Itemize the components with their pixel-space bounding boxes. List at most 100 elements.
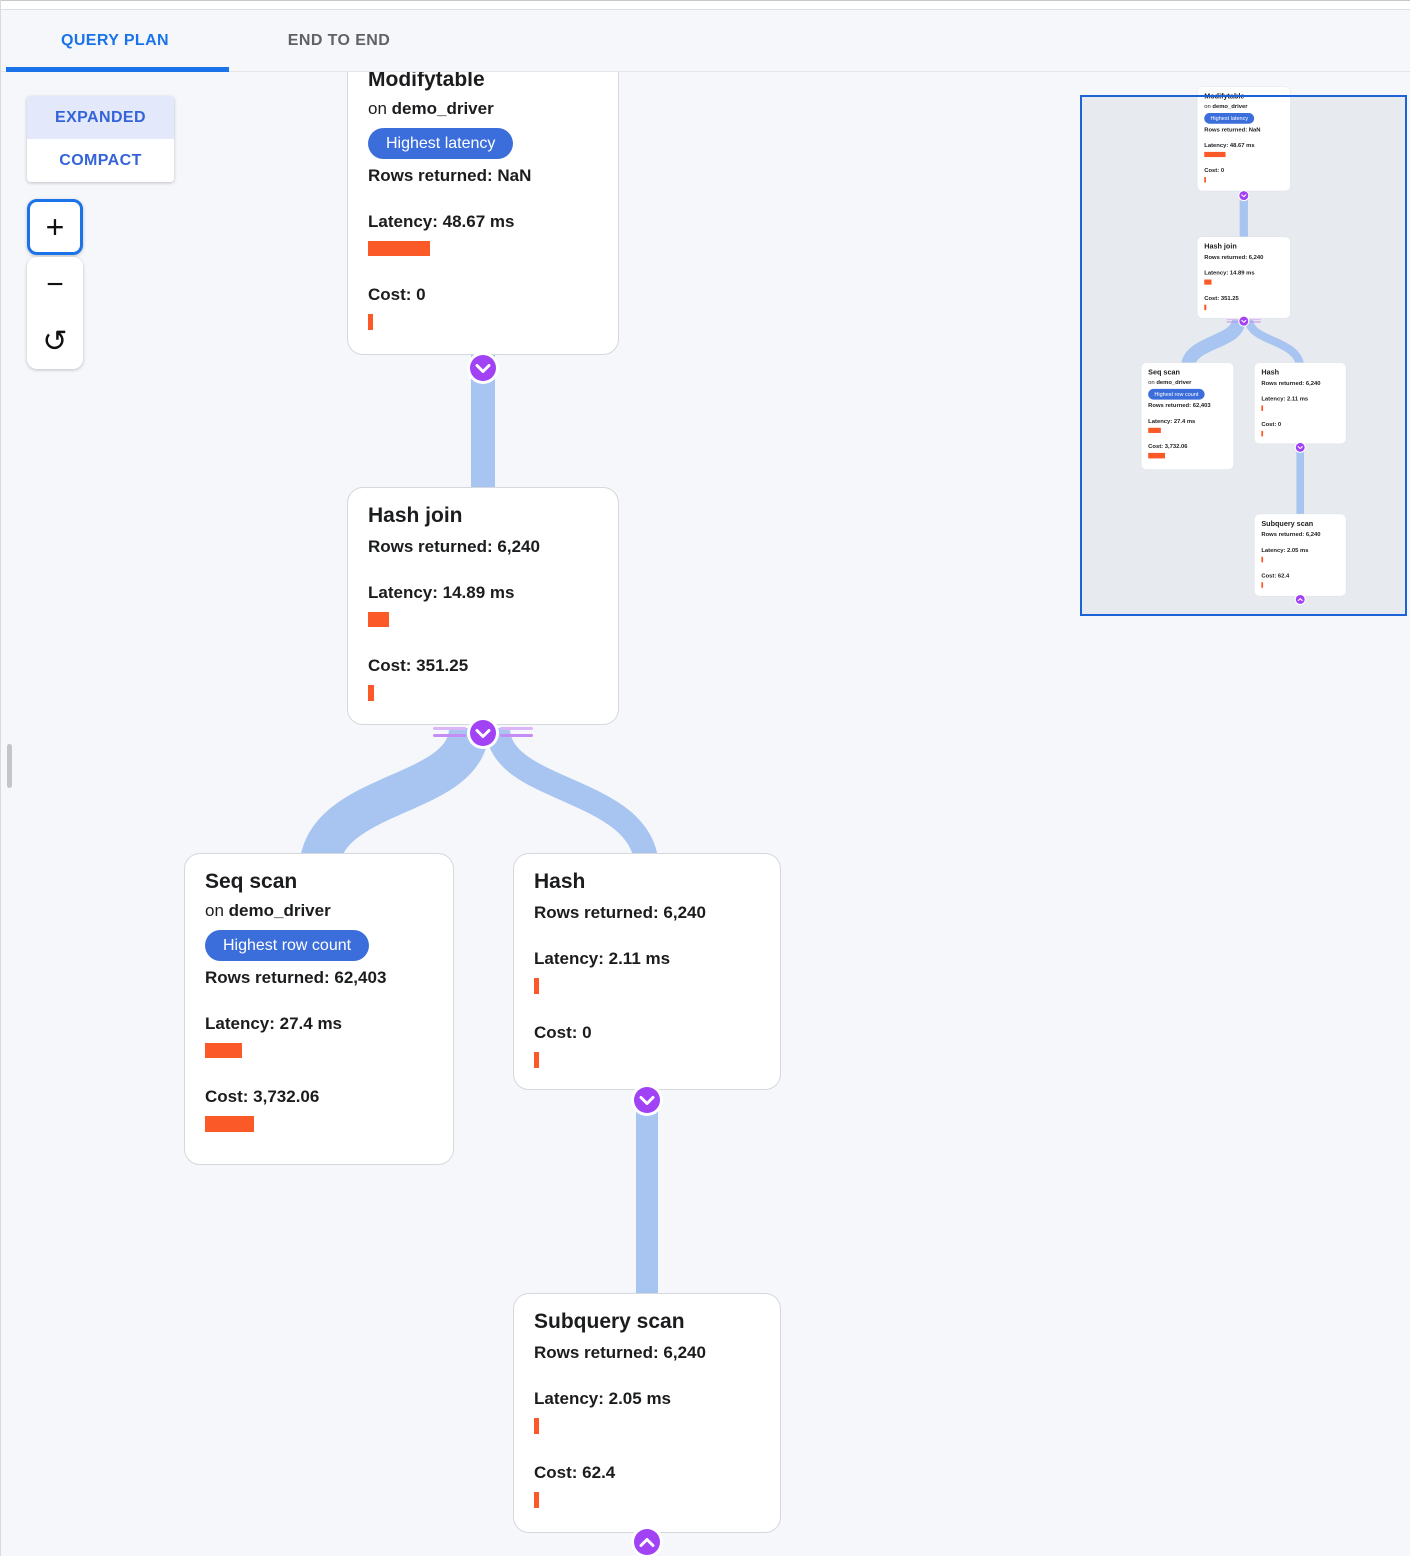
chevron-up-icon (639, 1537, 655, 1547)
edge-hashjoin-hash (486, 726, 659, 871)
node-rows: Rows returned: 6,240 (1204, 253, 1264, 261)
node-latency: Latency: 27.4 ms (1148, 417, 1196, 425)
node-table-line: on demo_driver (1204, 103, 1283, 111)
latency-bar (1261, 556, 1264, 563)
layout-compact-button[interactable]: COMPACT (27, 139, 174, 182)
node-table-line: on demo_driver (1148, 379, 1226, 387)
zoom-in-button[interactable]: + (27, 199, 83, 255)
layout-expanded-button[interactable]: EXPANDED (27, 96, 174, 139)
node-latency: Latency: 2.05 ms (534, 1389, 672, 1408)
collapse-button-modifytable[interactable] (1239, 191, 1249, 201)
node-title: Subquery scan (1261, 519, 1314, 528)
on-word: on (368, 99, 387, 118)
tab-query-plan[interactable]: QUERY PLAN (1, 10, 229, 72)
node-latency: Latency: 48.67 ms (368, 212, 515, 231)
node-cost: Cost: 0 (1204, 167, 1225, 174)
latency-bar (1204, 151, 1226, 158)
node-latency: Latency: 2.11 ms (534, 949, 671, 968)
node-title: Hash (1261, 368, 1280, 377)
collapse-button-hash[interactable] (1295, 442, 1305, 452)
node-latency: Latency: 2.05 ms (1261, 546, 1309, 554)
reset-view-button[interactable]: ↺ (27, 313, 83, 369)
plan-node-hash[interactable]: Hash Rows returned: 6,240 Latency: 2.11 … (1254, 362, 1347, 444)
latency-bar (368, 241, 430, 256)
zoom-out-button[interactable]: − (27, 257, 83, 313)
node-title: Hash join (1204, 242, 1237, 251)
vertical-scrollbar-thumb[interactable] (7, 744, 12, 788)
minus-icon: − (46, 268, 64, 301)
on-word: on (1148, 378, 1155, 386)
highest-row-count-badge: Highest row count (1148, 388, 1205, 400)
node-cost: Cost: 62.4 (534, 1463, 616, 1482)
minimap-viewport[interactable] (1080, 95, 1407, 616)
collapse-button-hash-join[interactable] (1239, 316, 1249, 326)
cost-bar (368, 685, 374, 701)
node-cost: Cost: 0 (368, 285, 426, 304)
plan-node-seq-scan[interactable]: Seq scan on demo_driver Highest row coun… (1140, 362, 1234, 470)
node-cost: Cost: 62.4 (1261, 572, 1290, 579)
cost-bar (1261, 430, 1264, 437)
node-rows: Rows returned: 62,403 (205, 968, 387, 987)
plan-node-hash-join[interactable]: Hash join Rows returned: 6,240 Latency: … (347, 487, 619, 725)
table-name: demo_driver (228, 901, 331, 920)
plan-node-seq-scan[interactable]: Seq scan on demo_driver Highest row coun… (184, 853, 454, 1165)
collapse-button-hash[interactable] (634, 1087, 660, 1113)
cost-bar (1148, 452, 1166, 459)
latency-bar (205, 1043, 242, 1058)
latency-bar (534, 978, 539, 994)
node-latency: Latency: 27.4 ms (205, 1014, 343, 1033)
node-cost: Cost: 3,732.06 (205, 1087, 320, 1106)
chevron-down-icon (475, 363, 491, 373)
collapse-lines-left (1226, 319, 1238, 323)
chevron-down-icon (475, 728, 491, 738)
expand-button-subquery-scan[interactable] (634, 1529, 660, 1555)
collapse-lines-right (500, 727, 533, 737)
collapse-lines-right (1249, 319, 1262, 323)
active-tab-underline (6, 67, 229, 72)
node-rows: Rows returned: 6,240 (368, 537, 540, 556)
edge-hashjoin-hash (1244, 318, 1305, 369)
node-rows: Rows returned: 6,240 (534, 1343, 706, 1362)
node-cost: Cost: 351.25 (368, 656, 469, 675)
plan-node-subquery-scan[interactable]: Subquery scan Rows returned: 6,240 Laten… (513, 1293, 781, 1533)
collapse-button-hash-join[interactable] (470, 720, 496, 746)
table-name: demo_driver (1212, 103, 1248, 110)
node-title: Seq scan (205, 870, 298, 893)
latency-bar (368, 612, 389, 627)
highest-latency-badge: Highest latency (1204, 113, 1255, 124)
plan-node-hash[interactable]: Hash Rows returned: 6,240 Latency: 2.11 … (513, 853, 781, 1090)
node-rows: Rows returned: 6,240 (1261, 530, 1321, 538)
expand-button-subquery-scan[interactable] (1295, 594, 1305, 604)
zoom-stack: − ↺ (27, 257, 83, 369)
node-title: Subquery scan (534, 1310, 685, 1333)
node-title: Hash (534, 870, 586, 893)
latency-bar (1148, 427, 1161, 433)
chevron-down-icon (639, 1095, 655, 1105)
tab-end-to-end[interactable]: END TO END (229, 10, 449, 71)
node-cost: Cost: 351.25 (1204, 294, 1239, 302)
node-title: Seq scan (1148, 368, 1180, 377)
edge-hashjoin-seqscan (299, 725, 489, 874)
plan-node-hash-join[interactable]: Hash join Rows returned: 6,240 Latency: … (1197, 236, 1291, 319)
chevron-down-icon (1297, 445, 1303, 449)
layout-toggle: EXPANDED COMPACT (27, 96, 174, 182)
node-cost: Cost: 0 (534, 1023, 592, 1042)
edge-hashjoin-seqscan (1180, 318, 1246, 371)
minimap[interactable]: Modifytable on demo_driver Highest laten… (1078, 69, 1410, 621)
plus-icon: + (45, 208, 65, 245)
cost-bar (1204, 304, 1207, 311)
plan-node-subquery-scan[interactable]: Subquery scan Rows returned: 6,240 Laten… (1254, 513, 1347, 597)
node-table-line: on demo_driver (368, 98, 598, 120)
collapse-button-modifytable[interactable] (470, 355, 496, 381)
chevron-up-icon (1297, 597, 1303, 601)
plan-diagram: Modifytable on demo_driver Highest laten… (1, 72, 801, 1556)
window-top-strip (1, 0, 1410, 10)
latency-bar (534, 1418, 539, 1434)
chevron-down-icon (1241, 194, 1247, 198)
plan-node-modifytable[interactable]: Modifytable on demo_driver Highest laten… (347, 72, 619, 355)
plan-diagram: Modifytable on demo_driver Highest laten… (1078, 69, 1353, 606)
node-rows: Rows returned: NaN (1204, 126, 1261, 133)
node-cost: Cost: 0 (1261, 420, 1282, 428)
node-rows: Rows returned: NaN (368, 166, 532, 185)
